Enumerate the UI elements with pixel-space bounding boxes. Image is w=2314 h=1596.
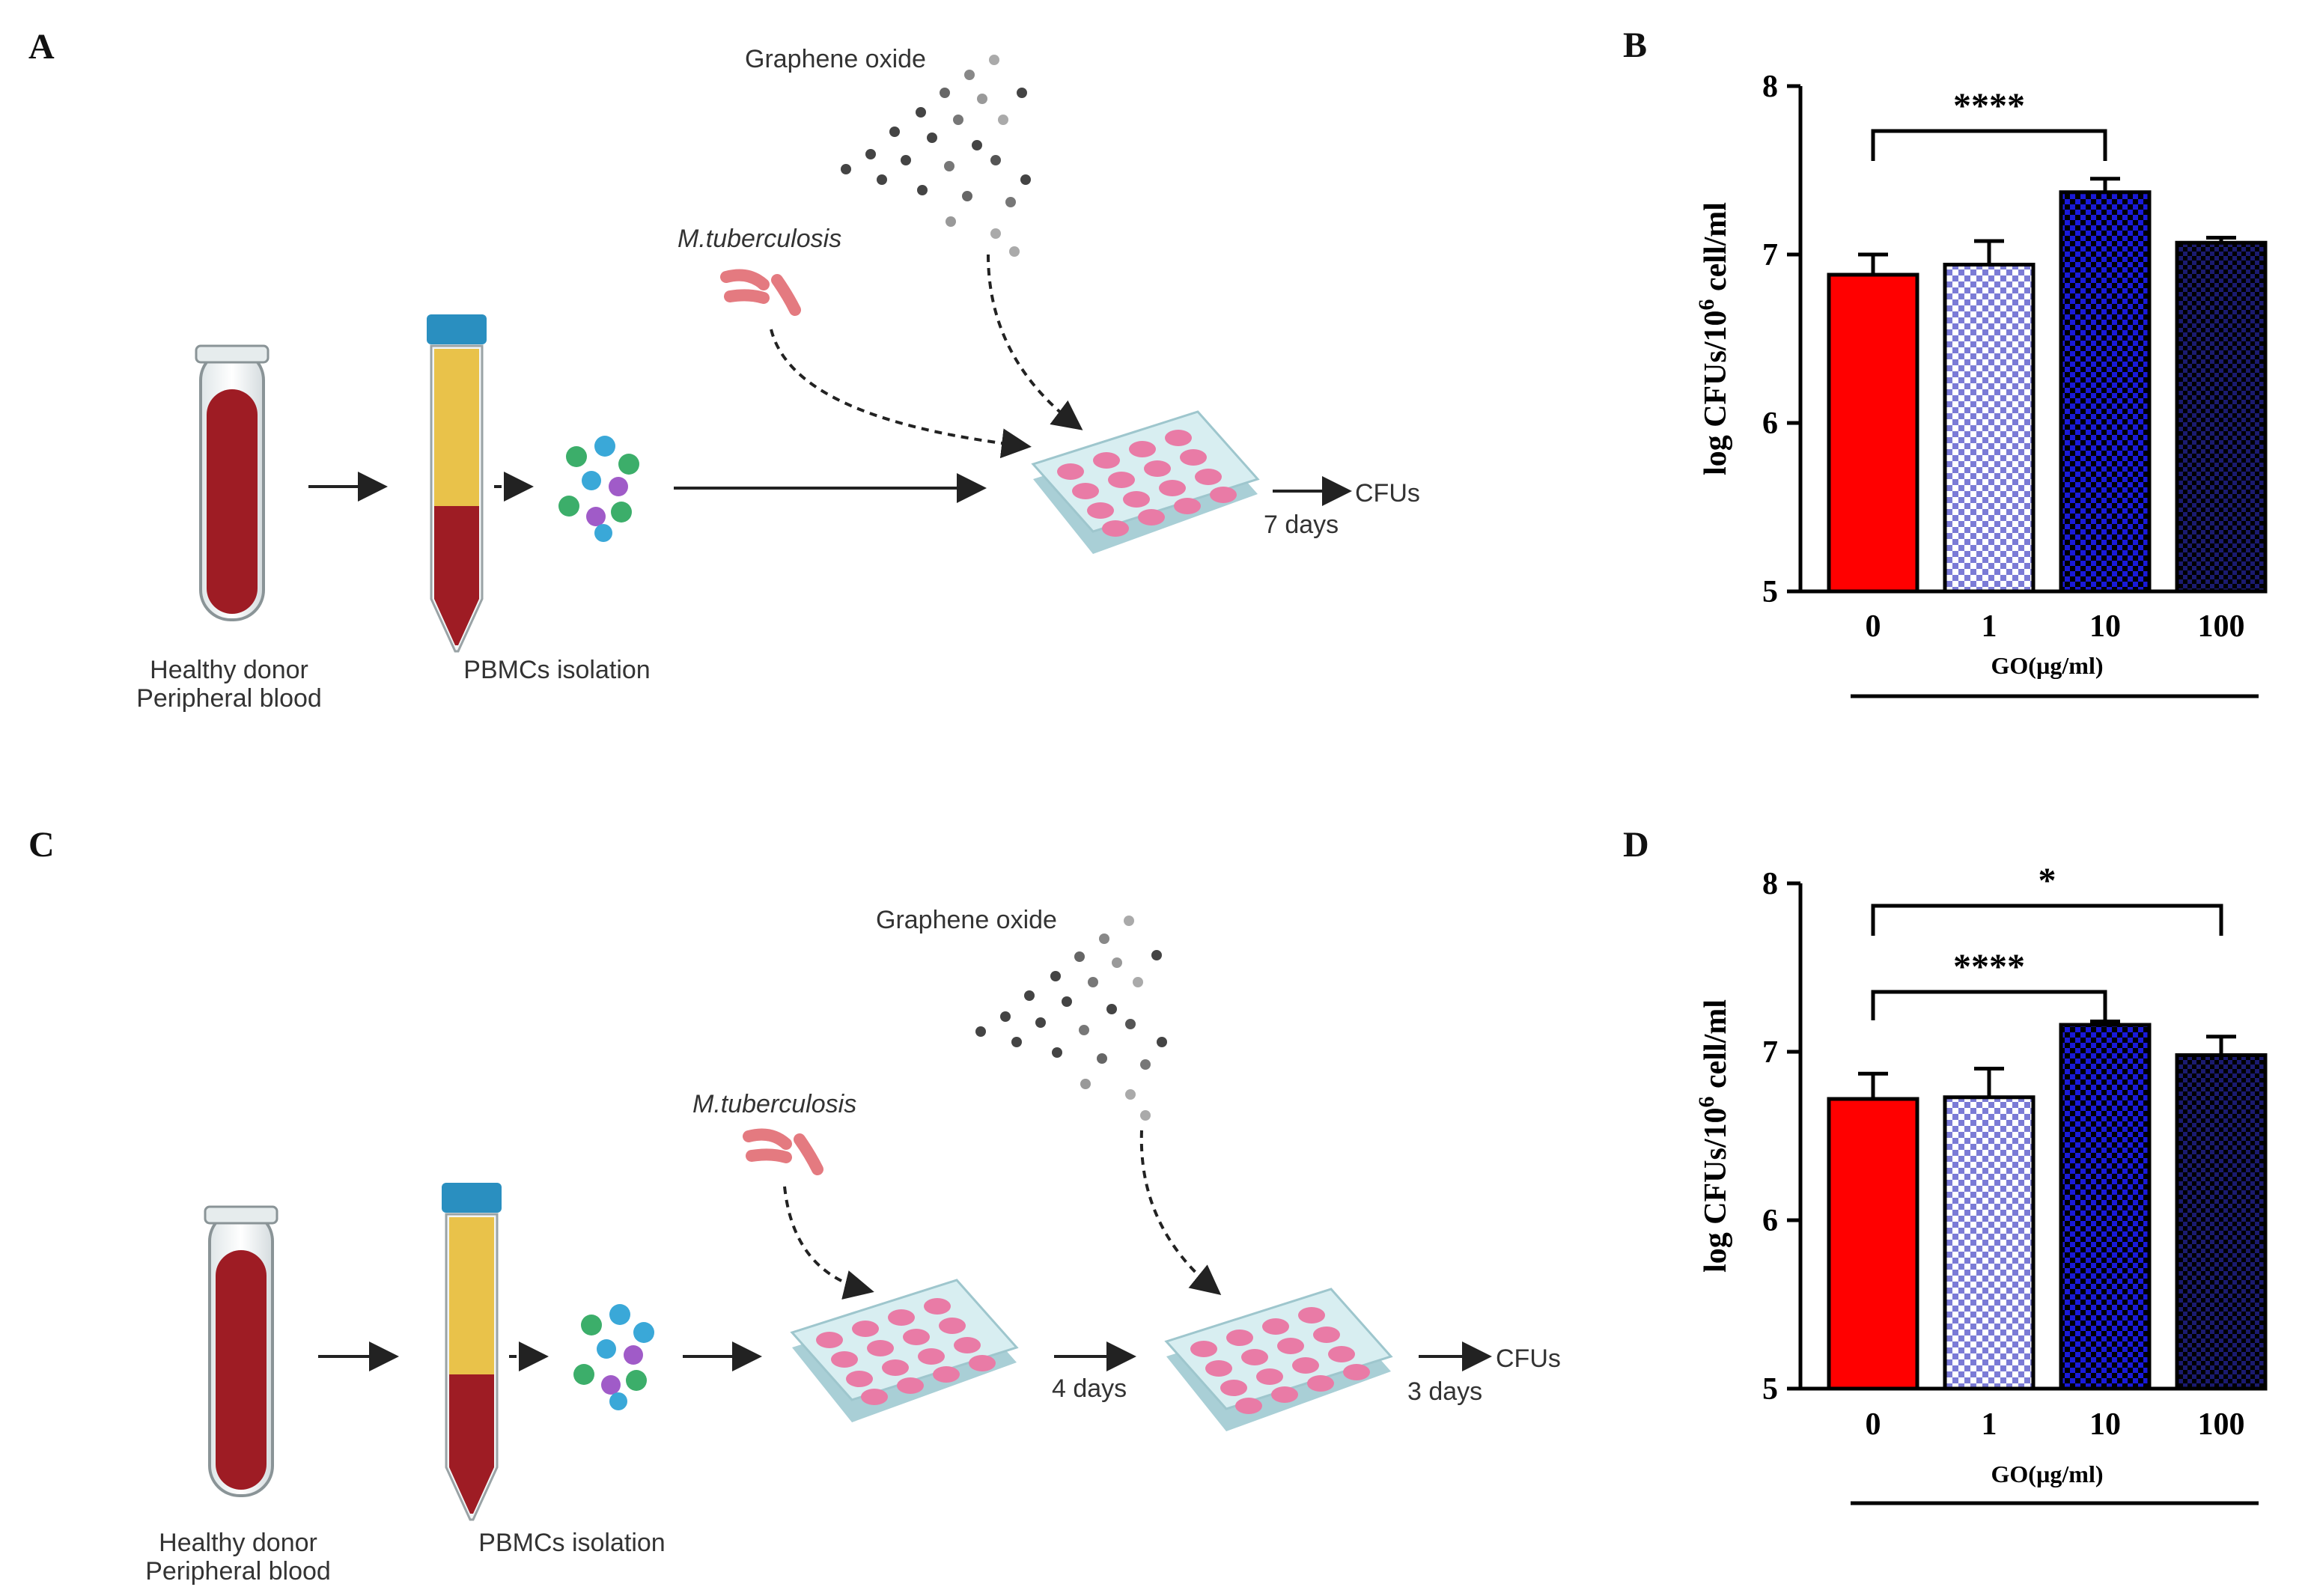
bar	[2175, 240, 2268, 594]
days-label-1: 4 days	[1052, 1374, 1127, 1403]
x-axis-label: GO(µg/ml)	[1991, 652, 2104, 679]
significance-bracket	[1871, 904, 2223, 936]
dashed-arrow-mtb-to-plate1	[783, 1186, 874, 1300]
bar	[2175, 1053, 2268, 1391]
donor-label-line2: Peripheral blood	[145, 1557, 331, 1586]
pbmc-label: PBMCs isolation	[463, 656, 650, 684]
graphene-oxide-particles-icon	[975, 916, 1167, 1121]
x-tick-label: 100	[2198, 609, 2245, 644]
days-label-2: 3 days	[1407, 1377, 1482, 1406]
chart-d: 5 6 7 8 log CFUs/106 cell/ml 0 1 10 100GO(µg/ml)…	[1694, 861, 2268, 1505]
panel-c: C	[28, 825, 1561, 1586]
y-axis-label: log CFUs/106 cell/ml	[1694, 999, 1733, 1273]
panel-c-letter: C	[28, 825, 55, 865]
x-tick-label: 10	[2089, 609, 2121, 644]
x-tick-label: 1	[1982, 609, 1997, 644]
significance-label: *	[2039, 861, 2056, 901]
y-tick-label: 6	[1762, 406, 1778, 441]
significance-bracket	[1871, 129, 2107, 161]
y-tick-label: 5	[1762, 1372, 1778, 1407]
centrifuge-tube-icon	[427, 314, 487, 653]
mtb-bacteria-icon	[743, 1128, 823, 1175]
significance-label: ****	[1953, 947, 2025, 987]
culture-plate-icon	[1031, 410, 1260, 554]
blood-tube-icon	[195, 344, 270, 621]
mtb-label: M.tuberculosis	[678, 225, 841, 253]
centrifuge-tube-icon	[442, 1183, 502, 1521]
dashed-arrow-go-to-plate2	[1139, 1130, 1222, 1296]
x-tick-label: 1	[1982, 1407, 1997, 1442]
pbmc-cells-icon	[558, 436, 639, 542]
y-tick-label: 8	[1762, 867, 1778, 901]
y-tick-label: 8	[1762, 70, 1778, 104]
y-axis-label: log CFUs/106 cell/ml	[1694, 202, 1733, 475]
culture-plate-2-icon	[1164, 1288, 1393, 1431]
graphene-oxide-particles-icon	[841, 55, 1031, 257]
donor-label-line1: Healthy donor	[159, 1529, 317, 1557]
x-tick-label: 0	[1866, 1407, 1881, 1442]
culture-plate-1-icon	[790, 1279, 1019, 1422]
bar	[2059, 190, 2152, 594]
bar	[1827, 1097, 1919, 1391]
y-tick-label: 6	[1762, 1204, 1778, 1238]
graphene-oxide-label: Graphene oxide	[876, 906, 1057, 934]
cfus-label: CFUs	[1355, 479, 1420, 508]
panel-d-letter: D	[1623, 825, 1649, 865]
mtb-label: M.tuberculosis	[692, 1090, 856, 1118]
pbmc-cells-icon	[573, 1304, 654, 1410]
significance-label: ****	[1953, 86, 2025, 126]
y-tick-label: 7	[1762, 238, 1778, 272]
chart-b: 5 6 7 8 log CFUs/106 cell/ml 0 1 10 100GO(µg/ml)…	[1694, 70, 2268, 698]
bar	[1943, 263, 2036, 594]
pbmc-label: PBMCs isolation	[478, 1529, 665, 1557]
donor-label-line2: Peripheral blood	[136, 684, 322, 713]
x-tick-label: 100	[2198, 1407, 2245, 1442]
donor-label-line1: Healthy donor	[150, 656, 308, 684]
panel-b-letter: B	[1623, 25, 1647, 65]
bar	[1943, 1095, 2036, 1391]
panel-a: A	[28, 27, 1420, 713]
bar	[2059, 1023, 2152, 1391]
dashed-arrow-mtb-to-plate	[770, 329, 1032, 459]
x-axis-label: GO(µg/ml)	[1991, 1461, 2104, 1487]
y-tick-label: 7	[1762, 1035, 1778, 1070]
panel-a-letter: A	[28, 27, 55, 67]
significance-bracket	[1871, 990, 2107, 1020]
graphene-oxide-label: Graphene oxide	[745, 45, 926, 73]
x-tick-label: 10	[2089, 1407, 2121, 1442]
cfus-label: CFUs	[1496, 1344, 1561, 1373]
mtb-bacteria-icon	[720, 269, 801, 316]
bar	[1827, 272, 1919, 594]
x-tick-label: 0	[1866, 609, 1881, 644]
blood-tube-icon	[204, 1205, 278, 1497]
days-label: 7 days	[1264, 511, 1339, 539]
dashed-arrow-go-to-plate	[987, 254, 1083, 430]
y-tick-label: 5	[1762, 575, 1778, 609]
